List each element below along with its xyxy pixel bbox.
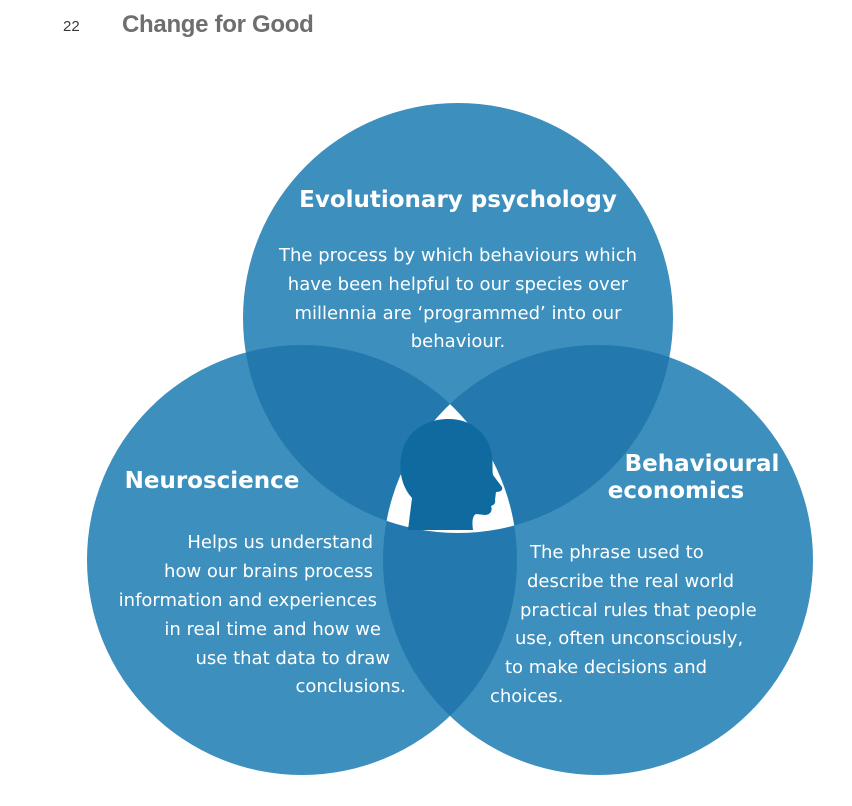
text-top-line-1: The process by which behaviours which: [278, 245, 637, 266]
page-header: 22 Change for Good: [0, 0, 852, 60]
text-right-line-4: use, often unconsciously,: [515, 628, 743, 649]
text-right-line-3: practical rules that people: [520, 600, 757, 621]
text-right-line-6: choices.: [490, 686, 563, 707]
text-left-line-3: information and experiences: [119, 590, 377, 611]
heading-behavioural-economics-line-1: Behavioural: [625, 451, 780, 477]
heading-neuroscience: Neuroscience: [125, 468, 300, 494]
document-title: Change for Good: [122, 11, 314, 38]
text-right-line-2: describe the real world: [527, 571, 734, 592]
text-top-line-4: behaviour.: [411, 331, 505, 352]
text-top-line-2: have been helpful to our species over: [288, 274, 629, 295]
heading-behavioural-economics-line-2: economics: [608, 478, 744, 504]
text-top-line-3: millennia are ‘programmed’ into our: [294, 303, 622, 324]
human-head-profile-icon: [400, 418, 503, 530]
text-right-line-1: The phrase used to: [529, 542, 704, 563]
text-left-line-4: in real time and how we: [164, 619, 381, 640]
page-number: 22: [63, 18, 80, 35]
text-left-line-5: use that data to draw: [196, 648, 391, 669]
text-left-line-1: Helps us understand: [187, 532, 373, 553]
text-left-line-6: conclusions.: [295, 676, 406, 697]
text-right-line-5: to make decisions and: [505, 657, 707, 678]
heading-evolutionary-psychology: Evolutionary psychology: [299, 187, 617, 213]
text-left-line-2: how our brains process: [164, 561, 373, 582]
